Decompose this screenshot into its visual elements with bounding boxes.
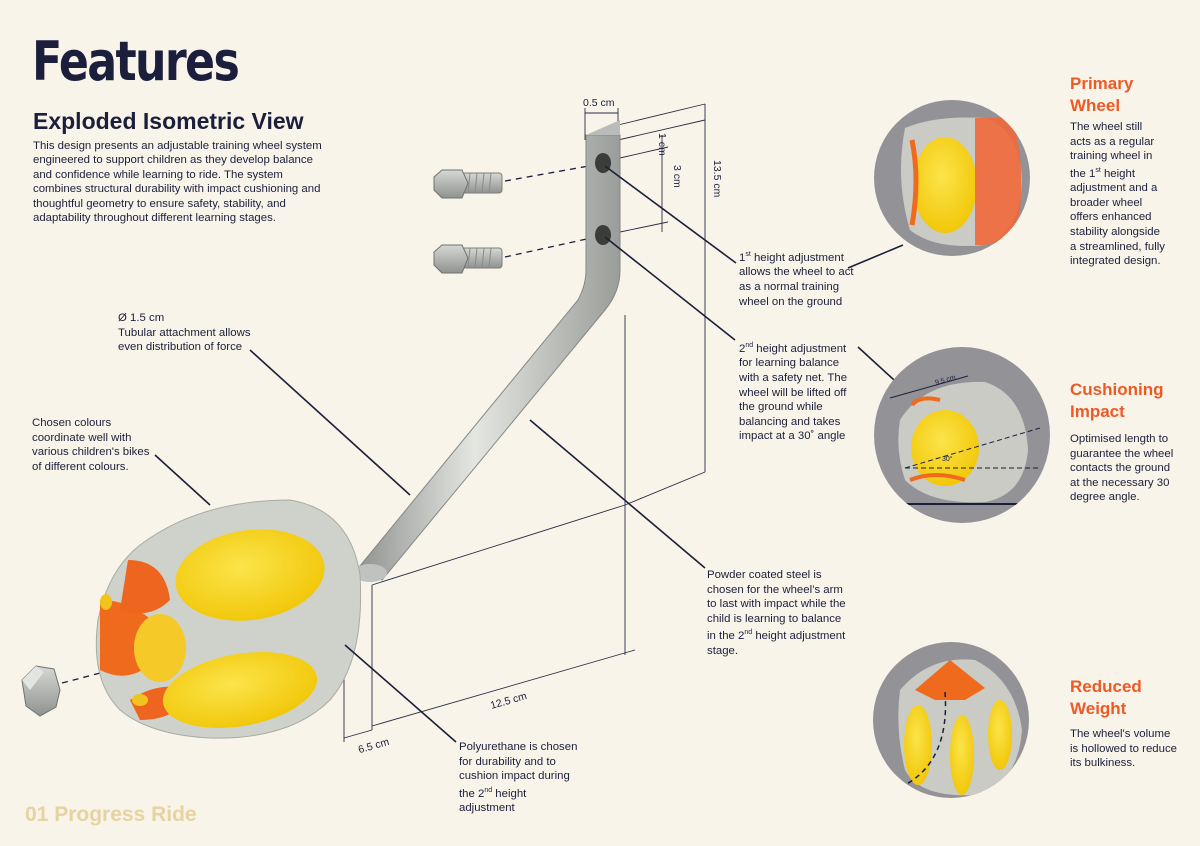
nut bbox=[21, 665, 61, 717]
feature-cushioning-text: Optimised length to guarantee the wheel … bbox=[1070, 433, 1174, 504]
intro-paragraph: This design presents an adjustable train… bbox=[33, 140, 322, 225]
annotation-tubular: Ø 1.5 cm Tubular attachment allows even … bbox=[118, 311, 258, 355]
detail-primary-wheel bbox=[874, 100, 1030, 256]
section-subtitle: Exploded Isometric View bbox=[33, 108, 304, 134]
page-title: Features bbox=[32, 30, 240, 93]
feature-primary-text: The wheel still acts as a regular traini… bbox=[1070, 121, 1165, 268]
footer-label: 01 Progress Ride bbox=[25, 803, 197, 826]
dim-13-5cm: 13.5 cm bbox=[711, 160, 723, 198]
dim-30deg: 30° bbox=[942, 456, 953, 463]
feature-primary-title: Primary Wheel bbox=[1070, 74, 1134, 115]
detail-reduced-weight bbox=[873, 642, 1029, 798]
annotation-first-height: 1st height adjustment allows the wheel t… bbox=[739, 251, 854, 308]
annotation-polyurethane: Polyurethane is chosen for durability an… bbox=[459, 741, 578, 815]
diameter-icon: Ø bbox=[118, 312, 127, 324]
dim-3cm: 3 cm bbox=[671, 165, 683, 188]
dim-1cm: 1 cm bbox=[656, 133, 668, 156]
feature-weight-text: The wheel's volume is hollowed to reduce… bbox=[1070, 728, 1178, 770]
feature-cushioning-title: Cushioning Impact bbox=[1070, 380, 1164, 421]
tubular-text: Tubular attachment allows even distribut… bbox=[118, 326, 251, 354]
annotation-steel: Powder coated steel is chosen for the wh… bbox=[707, 569, 846, 657]
annotation-colours: Chosen colours coordinate well with vari… bbox=[32, 417, 150, 473]
bolt-lower bbox=[433, 244, 503, 274]
bolt-upper bbox=[433, 169, 503, 199]
main-wheel bbox=[95, 499, 362, 739]
dim-0-5cm: 0.5 cm bbox=[583, 97, 615, 109]
feature-weight-title: Reduced Weight bbox=[1070, 677, 1142, 718]
dimension-lines bbox=[343, 103, 706, 742]
detail-cushioning-impact bbox=[874, 347, 1050, 523]
diameter-value: 1.5 cm bbox=[130, 312, 165, 324]
annotation-second-height: 2nd height adjustment for learning balan… bbox=[739, 342, 848, 443]
